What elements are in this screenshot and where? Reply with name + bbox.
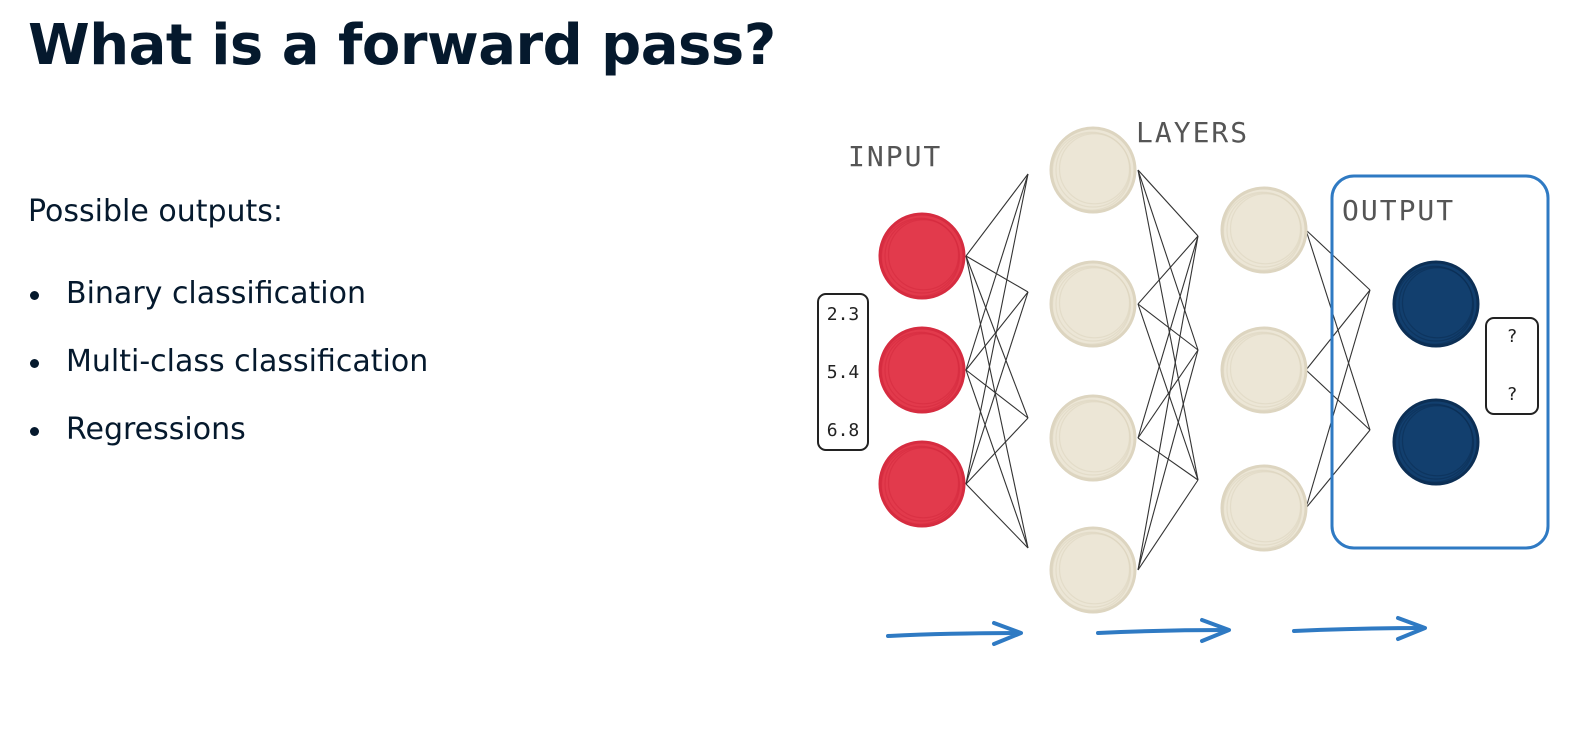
edge-2-4-3 (1137, 479, 1199, 571)
bullet-multi-class-classification: Multi-class classification (28, 340, 428, 408)
output-node-2 (1392, 398, 1480, 486)
edge-1-2-4 (965, 369, 1029, 549)
hidden-layer1-node-3 (1049, 394, 1137, 482)
input-values-box (817, 293, 869, 451)
edge-1-3-2 (965, 291, 1029, 485)
edge-1-2-3 (965, 369, 1029, 419)
edge-2-3-1 (1137, 235, 1199, 439)
hidden-layer2-node-1 (1220, 186, 1308, 274)
outputs-list: Binary classification Multi-class classi… (28, 272, 428, 476)
edge-1-1-2 (965, 255, 1029, 293)
hidden-layer2-node-3 (1220, 464, 1308, 552)
hidden-layer2-node-2 (1220, 326, 1308, 414)
output-values-box (1485, 317, 1539, 415)
hidden-layer1-node-1 (1049, 126, 1137, 214)
hidden-layer1-node-2 (1049, 260, 1137, 348)
edge-1-1-4 (965, 255, 1029, 549)
output-layer-box (1330, 174, 1550, 550)
input-node-1 (878, 212, 966, 300)
edge-2-1-3 (1137, 169, 1199, 481)
edge-1-3-1 (965, 173, 1029, 485)
forward-arrow-2 (1096, 618, 1231, 643)
input-label: INPUT (848, 140, 942, 173)
edge-2-2-1 (1137, 235, 1199, 305)
output-value-2: ? (1507, 384, 1518, 405)
output-value-1: ? (1507, 326, 1518, 347)
edge-1-1-1 (965, 173, 1029, 257)
input-value-3: 6.8 (827, 420, 860, 441)
output-node-1 (1392, 260, 1480, 348)
network-nodes (878, 126, 1480, 614)
input-node-3 (878, 440, 966, 528)
edge-2-1-2 (1137, 169, 1199, 351)
edge-2-4-2 (1137, 349, 1199, 571)
forward-arrow-3 (1292, 616, 1427, 641)
edge-1-3-3 (965, 417, 1029, 485)
edge-2-2-2 (1137, 303, 1199, 351)
input-value-2: 5.4 (827, 362, 860, 383)
slide-title: What is a forward pass? (28, 13, 776, 78)
bullet-regressions: Regressions (28, 408, 428, 476)
output-label: OUTPUT (1342, 194, 1455, 227)
forward-arrow-1 (886, 621, 1023, 646)
edge-2-1-1 (1137, 169, 1199, 237)
input-node-2 (878, 326, 966, 414)
edge-3-2-1 (1305, 289, 1371, 371)
edge-2-4-1 (1137, 235, 1199, 571)
edge-1-3-4 (965, 483, 1029, 549)
layers-label: LAYERS (1136, 116, 1249, 149)
edge-1-1-3 (965, 255, 1029, 419)
edge-1-2-1 (965, 173, 1029, 371)
possible-outputs-heading: Possible outputs: (28, 194, 284, 229)
bullet-binary-classification: Binary classification (28, 272, 428, 340)
edge-3-3-1 (1305, 289, 1371, 509)
edge-3-1-1 (1305, 229, 1371, 291)
edge-2-3-2 (1137, 349, 1199, 439)
network-edges (965, 169, 1371, 571)
edge-2-2-3 (1137, 303, 1199, 481)
input-value-1: 2.3 (827, 304, 860, 325)
edge-3-3-2 (1305, 429, 1371, 509)
hidden-layer1-node-4 (1049, 526, 1137, 614)
